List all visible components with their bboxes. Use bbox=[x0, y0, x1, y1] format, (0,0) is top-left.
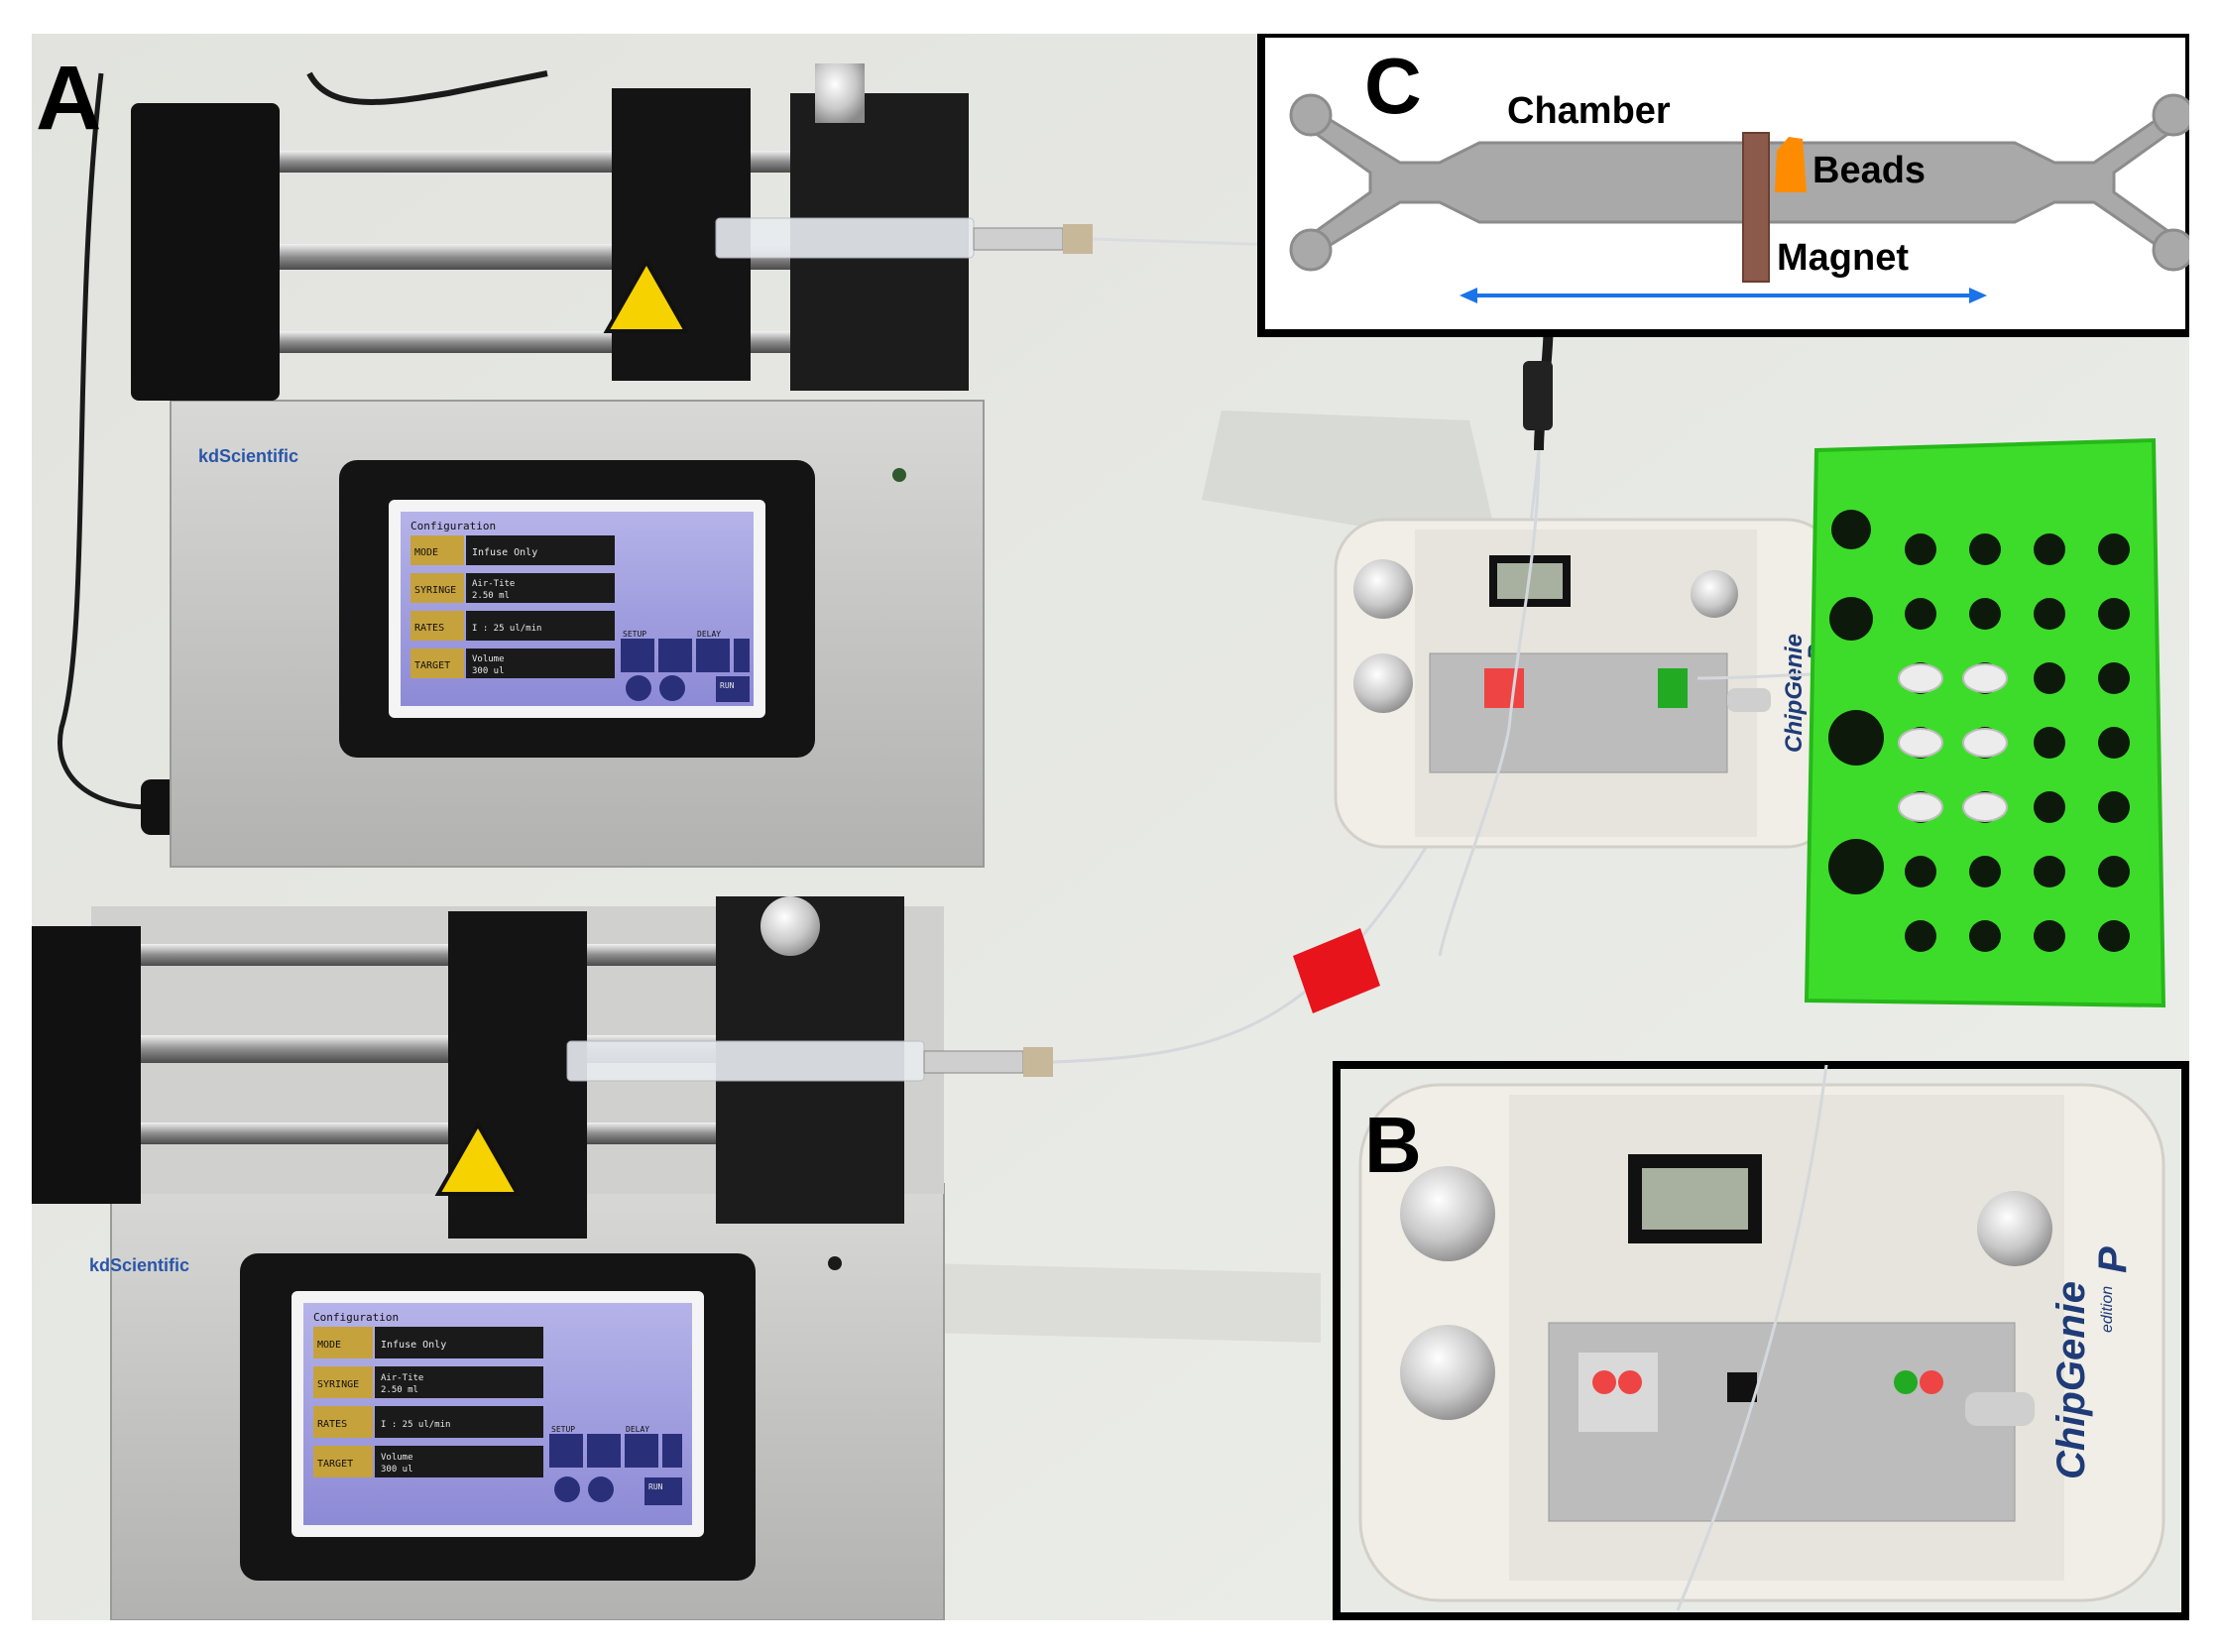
pump-top-brand: kdScientific bbox=[198, 446, 298, 466]
pump-bottom-rewind-icon[interactable] bbox=[554, 1476, 580, 1502]
red-tag bbox=[1293, 928, 1380, 1013]
pump-bottom-brand: kdScientific bbox=[89, 1255, 189, 1275]
pump-bottom-row-syringe[interactable]: SYRINGE Air-Tite 2.50 ml bbox=[313, 1366, 543, 1398]
panel-letter-a: A bbox=[36, 48, 101, 149]
pump-bottom-syringe-label: SYRINGE bbox=[317, 1379, 359, 1390]
pump-bottom-delay-button[interactable]: DELAY bbox=[625, 1425, 658, 1468]
inset-b-edition-letter: P bbox=[2091, 1246, 2135, 1273]
pump-top-target-label: TARGET bbox=[414, 660, 450, 671]
pump-top-target-value: Volume bbox=[472, 654, 505, 664]
pump-top-target-value2: 300 ul bbox=[472, 666, 505, 676]
pump-bottom-row-target[interactable]: TARGET Volume 300 ul bbox=[313, 1446, 543, 1477]
pump-bottom-lock-button[interactable] bbox=[587, 1434, 621, 1468]
pump-bottom-run-label: RUN bbox=[648, 1482, 663, 1491]
pump-top-mode-value: Infuse Only bbox=[472, 547, 537, 558]
pump-bottom-row-mode[interactable]: MODE Infuse Only bbox=[313, 1327, 543, 1358]
pump-top-row-target[interactable]: TARGET Volume 300 ul bbox=[410, 649, 615, 678]
pump-bottom-mode-label: MODE bbox=[317, 1340, 341, 1351]
chamber-label: Chamber bbox=[1507, 90, 1671, 132]
pump-top-mode-label: MODE bbox=[414, 547, 438, 558]
pump-top-setup-label: SETUP bbox=[623, 630, 646, 639]
inset-b-chipgenie-brand: ChipGenie bbox=[2049, 1281, 2093, 1479]
pump-top-rates-label: RATES bbox=[414, 623, 444, 634]
tube-rack bbox=[1804, 437, 2166, 1008]
pump-top-row-mode[interactable]: MODE Infuse Only bbox=[410, 535, 615, 565]
pump-bottom-mode-value: Infuse Only bbox=[381, 1340, 446, 1351]
beads-mark bbox=[1775, 137, 1807, 192]
pump-top-syringe-label: SYRINGE bbox=[414, 585, 456, 596]
pump-top-delay-button[interactable]: DELAY bbox=[696, 630, 730, 672]
pump-bottom-target-value2: 300 ul bbox=[381, 1465, 413, 1475]
lab-photo: kdScientific Configuration MODE Infuse O… bbox=[32, 34, 2189, 1620]
pump-bottom-search-button[interactable] bbox=[662, 1434, 682, 1468]
pump-bottom-row-rates[interactable]: RATES I : 25 ul/min bbox=[313, 1406, 543, 1438]
pump-top-syringe-value: Air-Tite bbox=[472, 579, 515, 589]
pump-top-screen-title: Configuration bbox=[410, 520, 496, 532]
pump-bottom-run-button[interactable]: RUN bbox=[644, 1477, 682, 1505]
magnet-label: Magnet bbox=[1777, 237, 1909, 279]
syringe-pump-top: kdScientific Configuration MODE Infuse O… bbox=[131, 63, 1282, 868]
pump-top-search-button[interactable] bbox=[734, 639, 750, 672]
pump-bottom-target-value: Volume bbox=[381, 1453, 413, 1463]
chipgenie-device: ChipGenie P bbox=[1334, 449, 1917, 957]
inset-b-zoom: ChipGenie edition P bbox=[1333, 1061, 2189, 1620]
pump-top-run-button[interactable]: RUN bbox=[716, 676, 750, 702]
pump-bottom-setup-label: SETUP bbox=[551, 1425, 575, 1434]
pump-top-syringe-value2: 2.50 ml bbox=[472, 591, 510, 601]
panel-letter-b: B bbox=[1364, 1101, 1422, 1189]
pump-bottom-forward-icon[interactable] bbox=[588, 1476, 614, 1502]
pump-top-rewind-icon[interactable] bbox=[626, 675, 651, 701]
pump-top-forward-icon[interactable] bbox=[659, 675, 685, 701]
magnet-bar bbox=[1742, 132, 1770, 283]
pump-bottom-delay-label: DELAY bbox=[626, 1425, 649, 1434]
pump-top-row-rates[interactable]: RATES I : 25 ul/min bbox=[410, 611, 615, 641]
pump-top-run-label: RUN bbox=[720, 681, 735, 690]
chipgenie-brand: ChipGenie bbox=[1781, 634, 1808, 753]
inset-b-edition: edition bbox=[2099, 1286, 2116, 1333]
pump-top-rates-value: I : 25 ul/min bbox=[472, 624, 541, 634]
pump-top-lock-button[interactable] bbox=[658, 639, 692, 672]
pump-top-setup-button[interactable]: SETUP bbox=[621, 630, 654, 672]
pump-bottom-rates-value: I : 25 ul/min bbox=[381, 1420, 450, 1430]
pump-bottom-setup-button[interactable]: SETUP bbox=[549, 1425, 583, 1468]
pump-top-row-syringe[interactable]: SYRINGE Air-Tite 2.50 ml bbox=[410, 573, 615, 603]
pump-bottom-screen-title: Configuration bbox=[313, 1311, 399, 1324]
syringe-pump-bottom: kdScientific Configuration MODE Infuse O… bbox=[32, 449, 1541, 1620]
beads-label: Beads bbox=[1812, 150, 1926, 191]
pump-top-delay-label: DELAY bbox=[697, 630, 721, 639]
pump-bottom-syringe-value2: 2.50 ml bbox=[381, 1385, 418, 1395]
panel-letter-c: C bbox=[1364, 42, 1422, 130]
pump-bottom-rates-label: RATES bbox=[317, 1419, 347, 1430]
pump-bottom-target-label: TARGET bbox=[317, 1459, 353, 1470]
inset-c-diagram: Chamber Beads Magnet bbox=[1257, 34, 2189, 337]
pump-bottom-syringe-value: Air-Tite bbox=[381, 1373, 423, 1383]
